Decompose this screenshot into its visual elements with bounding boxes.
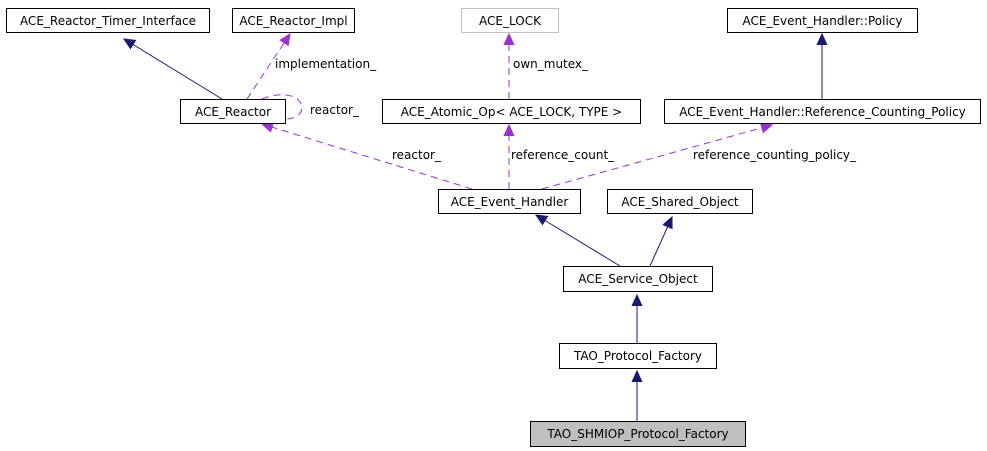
node-reference-counting-policy[interactable]: ACE_Event_Handler::Reference_Counting_Po… [664, 99, 981, 124]
node-event-handler[interactable]: ACE_Event_Handler [438, 189, 581, 214]
node-ace-reactor[interactable]: ACE_Reactor [180, 99, 286, 124]
node-shmiop-protocol-factory[interactable]: TAO_SHMIOP_Protocol_Factory [530, 421, 746, 447]
node-shared-object[interactable]: ACE_Shared_Object [607, 189, 753, 214]
inheritance-edges [124, 34, 822, 421]
label-reference-counting-policy: reference_counting_policy_ [693, 148, 857, 162]
label-reference-count: reference_count_ [511, 148, 615, 162]
node-atomic-op[interactable]: ACE_Atomic_Op< ACE_LOCK, TYPE > [382, 99, 641, 124]
label-reactor-self: reactor_ [310, 103, 359, 117]
label-own-mutex: own_mutex_ [513, 57, 589, 71]
label-implementation: implementation_ [275, 57, 377, 71]
label-reactor: reactor_ [392, 148, 441, 162]
edge-serviceobject-to-sharedobject [649, 217, 672, 267]
edge-eventhandler-refcounting-policy [541, 125, 772, 190]
node-reactor-impl[interactable]: ACE_Reactor_Impl [232, 8, 355, 33]
edge-reactor-implementation [246, 34, 290, 100]
node-event-handler-policy[interactable]: ACE_Event_Handler::Policy [727, 8, 918, 33]
node-ace-lock[interactable]: ACE_LOCK [461, 8, 559, 33]
node-service-object[interactable]: ACE_Service_Object [563, 266, 713, 292]
edge-reactor-to-timer-interface [124, 39, 223, 100]
edge-serviceobject-to-eventhandler [536, 215, 621, 267]
edge-eventhandler-reactor [262, 124, 473, 190]
node-reactor-timer-interface[interactable]: ACE_Reactor_Timer_Interface [6, 8, 210, 33]
node-protocol-factory[interactable]: TAO_Protocol_Factory [559, 343, 717, 369]
